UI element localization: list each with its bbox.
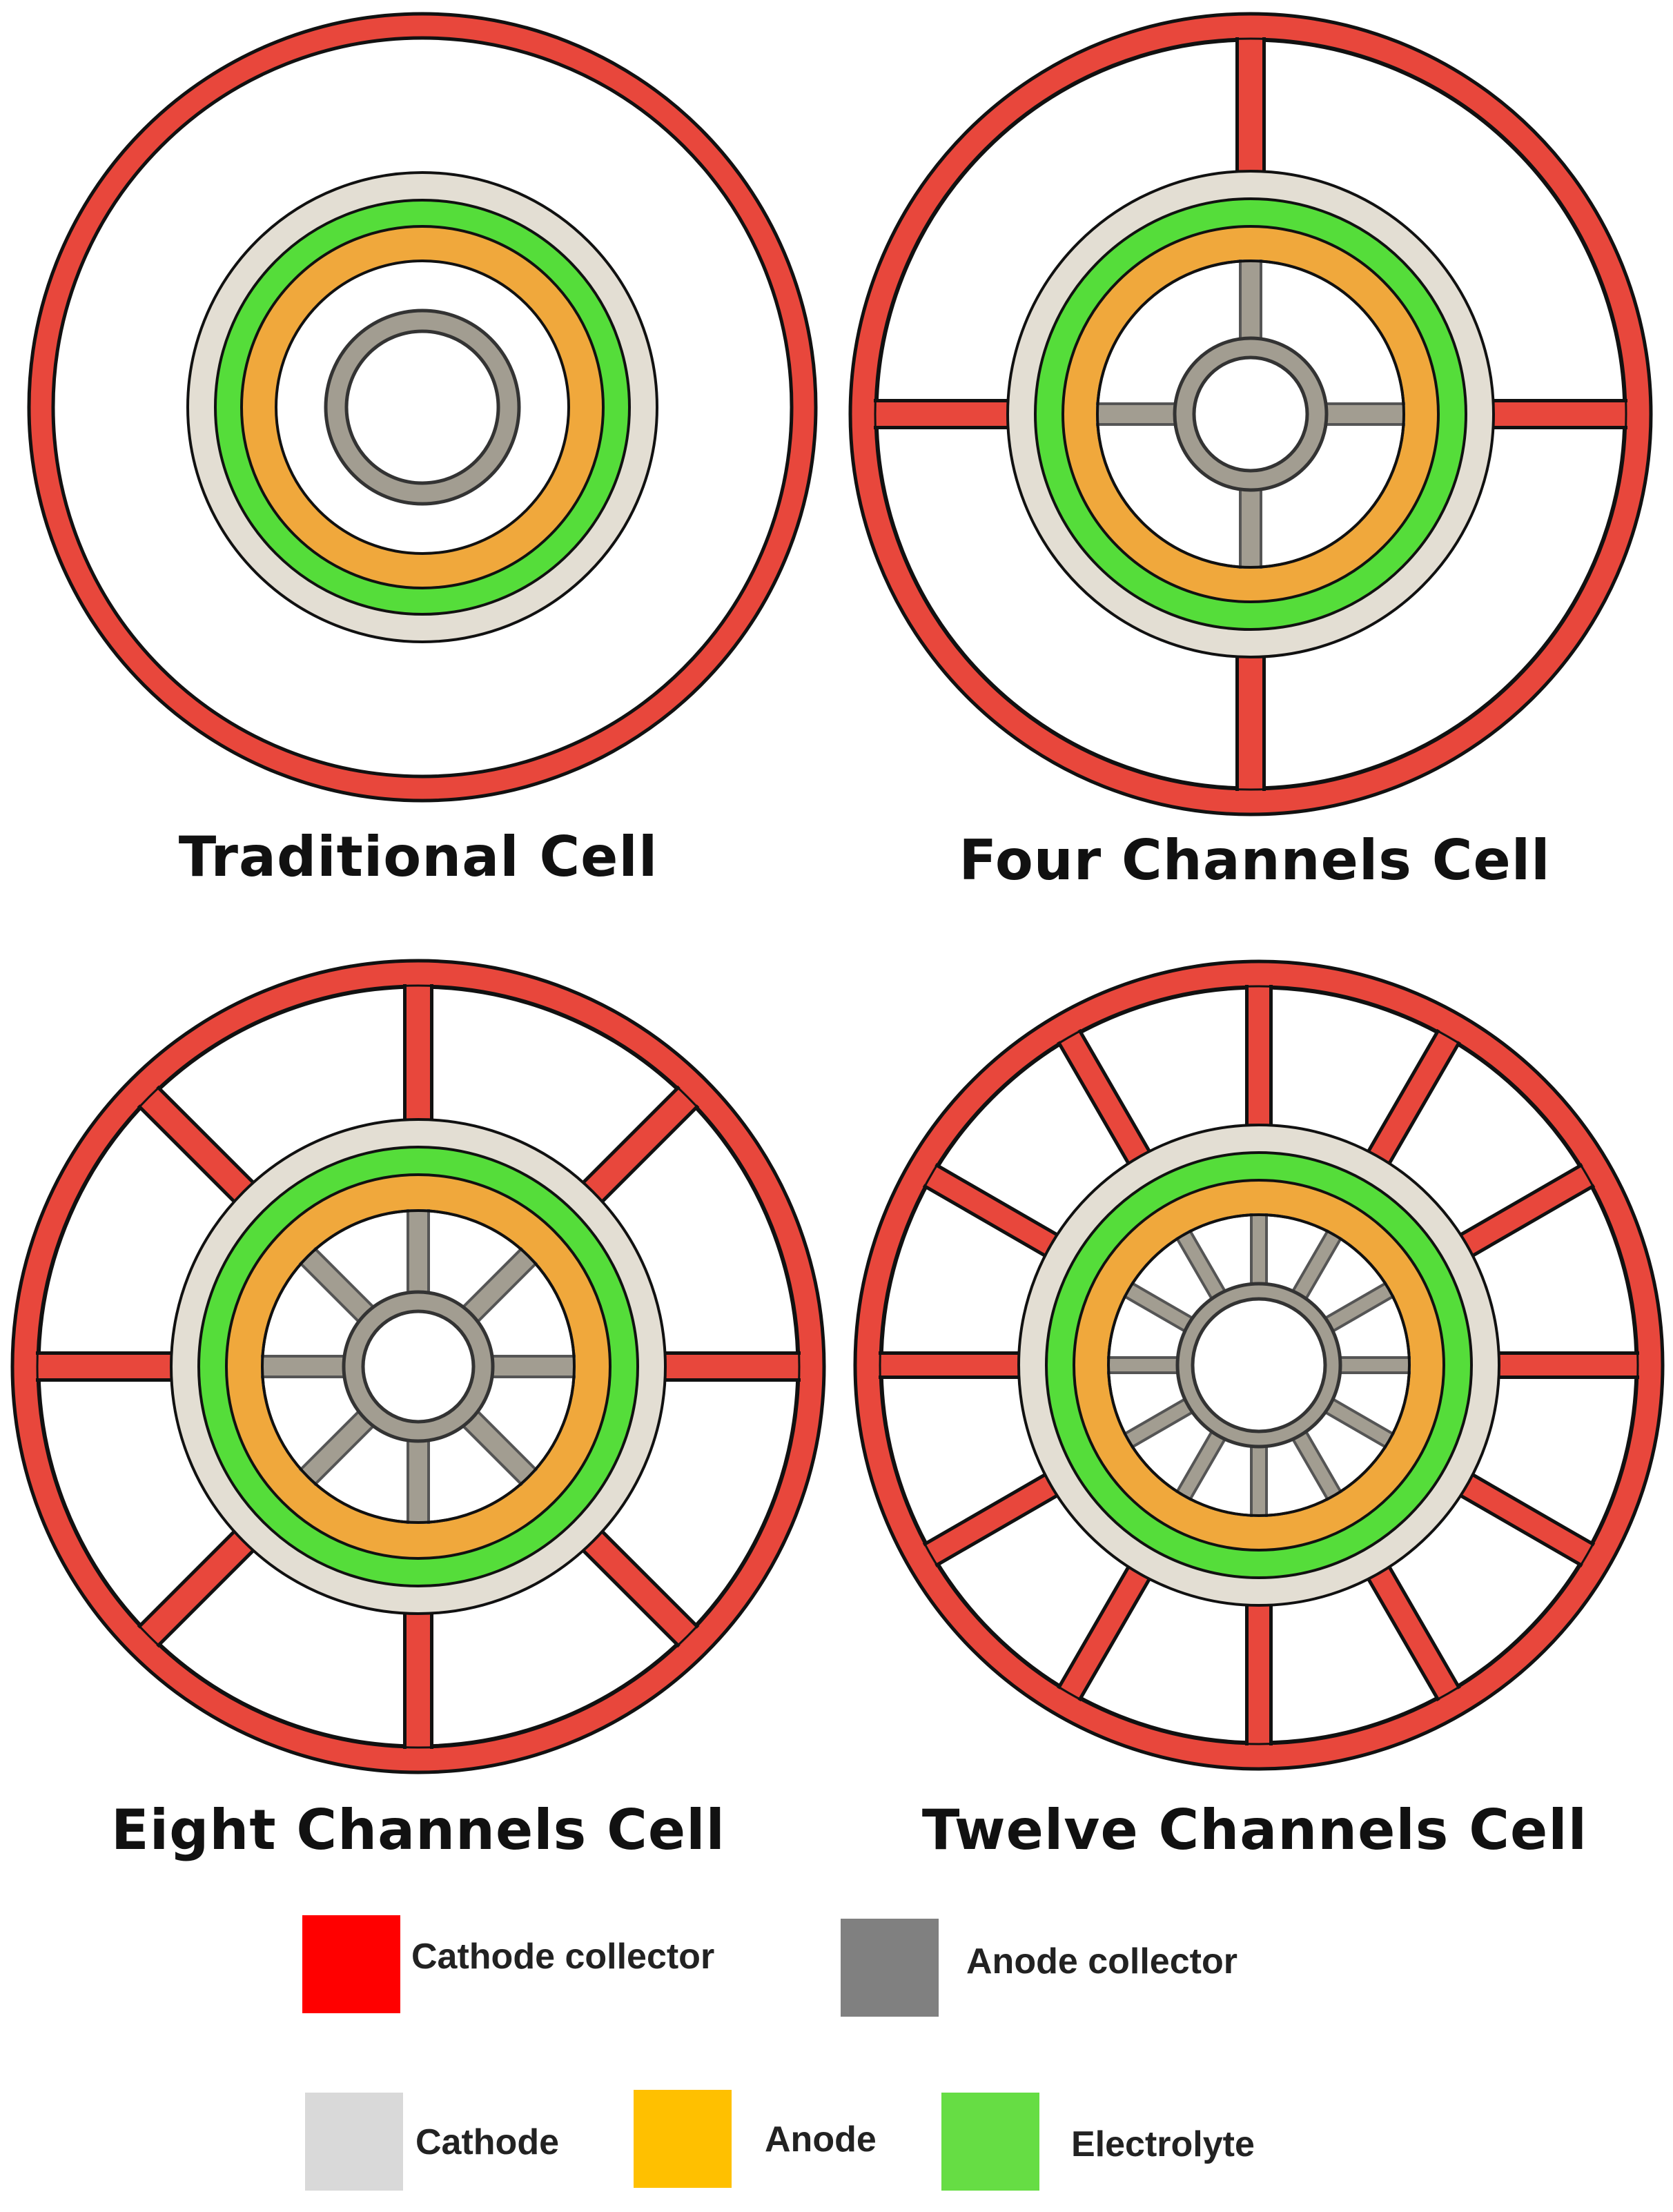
cathode-spoke bbox=[139, 1088, 254, 1202]
panel-four-channels-cell: Four Channels Cell bbox=[836, 0, 1673, 966]
anode-collector-bore bbox=[361, 1309, 476, 1424]
legend-label-cathode-collector: Cathode collector bbox=[411, 1937, 715, 1977]
legend-swatch-anode bbox=[634, 2090, 732, 2188]
cell-diagram-traditional bbox=[27, 12, 818, 803]
legend-swatch-anode-collector bbox=[841, 1919, 939, 2017]
cathode-collector-inner-edge bbox=[36, 984, 801, 1749]
anode-collector-bore bbox=[1192, 355, 1309, 473]
cathode-spoke bbox=[924, 1166, 1059, 1255]
anode-collector-bore bbox=[344, 329, 500, 485]
caption-four-channels-cell: Four Channels Cell bbox=[959, 828, 1551, 892]
cell-diagram-eight-channels bbox=[10, 959, 826, 1774]
cathode-spoke bbox=[1369, 1565, 1458, 1700]
cathode-spoke bbox=[1059, 1565, 1149, 1700]
panel-twelve-channels-cell: Twelve Channels Cell bbox=[836, 946, 1673, 1912]
panel-traditional-cell: Traditional Cell bbox=[0, 0, 836, 966]
cell-diagram-twelve-channels bbox=[853, 959, 1665, 1771]
caption-eight-channels-cell: Eight Channels Cell bbox=[111, 1798, 725, 1862]
cathode-spoke bbox=[1459, 1166, 1594, 1255]
legend: Cathode collector Anode collector Cathod… bbox=[0, 1891, 1673, 2212]
cell-diagram-four-channels bbox=[848, 12, 1653, 816]
legend-swatch-cathode-collector bbox=[302, 1915, 400, 2013]
cathode-spoke bbox=[1459, 1475, 1594, 1565]
legend-swatch-cathode bbox=[305, 2093, 403, 2191]
legend-label-anode-collector: Anode collector bbox=[966, 1941, 1237, 1981]
cathode-collector-inner-edge bbox=[879, 985, 1639, 1745]
panel-eight-channels-cell: Eight Channels Cell bbox=[0, 946, 836, 1912]
cathode-spoke bbox=[583, 1531, 697, 1645]
cathode-spoke bbox=[924, 1475, 1059, 1565]
cathode-collector-inner-edge bbox=[874, 37, 1627, 791]
caption-traditional-cell: Traditional Cell bbox=[178, 825, 658, 889]
cathode-spoke bbox=[583, 1088, 697, 1202]
legend-label-anode: Anode bbox=[765, 2120, 877, 2160]
legend-label-electrolyte: Electrolyte bbox=[1071, 2124, 1255, 2164]
anode-inner-edge bbox=[1096, 260, 1405, 569]
cathode-spoke bbox=[1059, 1030, 1149, 1165]
anode-inner-edge bbox=[261, 1209, 576, 1524]
legend-swatch-electrolyte bbox=[941, 2093, 1039, 2191]
anode-inner-edge bbox=[1107, 1213, 1411, 1517]
caption-twelve-channels-cell: Twelve Channels Cell bbox=[921, 1798, 1588, 1862]
legend-label-cathode: Cathode bbox=[415, 2122, 559, 2162]
cathode-spoke bbox=[139, 1531, 254, 1645]
anode-collector-bore bbox=[1191, 1297, 1327, 1433]
cathode-spoke bbox=[1369, 1030, 1458, 1165]
